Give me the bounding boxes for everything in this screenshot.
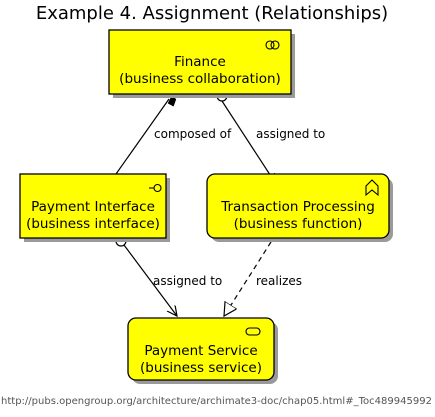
assignment-edge-interface[interactable] bbox=[123, 244, 177, 316]
payment-interface-name: Payment Interface bbox=[31, 199, 155, 215]
composition-diamond bbox=[167, 95, 177, 107]
assigned-to-label-2: assigned to bbox=[153, 274, 222, 288]
source-url: http://pubs.opengroup.org/architecture/a… bbox=[1, 396, 432, 407]
composition-edge[interactable] bbox=[115, 98, 170, 175]
realization-edge[interactable] bbox=[224, 241, 272, 316]
payment-service-box bbox=[127, 317, 275, 381]
node-finance[interactable]: Finance (business collaboration) bbox=[108, 29, 295, 98]
assignment-edge-finance[interactable] bbox=[221, 100, 276, 184]
realizes-label: realizes bbox=[256, 274, 302, 288]
payment-service-type: (business service) bbox=[140, 360, 262, 376]
business-interface-icon bbox=[149, 183, 162, 193]
transaction-processing-name: Transaction Processing bbox=[220, 199, 375, 215]
node-payment-interface[interactable]: Payment Interface (business interface) bbox=[19, 173, 170, 242]
node-payment-service[interactable]: Payment Service (business service) bbox=[127, 317, 278, 384]
business-service-icon bbox=[245, 327, 261, 336]
node-transaction-processing[interactable]: Transaction Processing (business functio… bbox=[206, 173, 393, 242]
composed-of-label: composed of bbox=[154, 127, 232, 141]
diagram-title: Example 4. Assignment (Relationships) bbox=[36, 3, 388, 24]
finance-name: Finance bbox=[174, 54, 226, 70]
finance-type: (business collaboration) bbox=[119, 71, 281, 87]
payment-interface-box bbox=[19, 173, 167, 239]
finance-box bbox=[108, 29, 292, 95]
payment-service-name: Payment Service bbox=[144, 343, 257, 359]
payment-interface-type: (business interface) bbox=[26, 216, 160, 232]
business-function-icon bbox=[365, 179, 379, 197]
transaction-processing-type: (business function) bbox=[234, 216, 363, 232]
transaction-processing-box bbox=[206, 173, 390, 239]
assigned-to-label-1: assigned to bbox=[256, 127, 325, 141]
business-collaboration-icon bbox=[265, 40, 280, 50]
